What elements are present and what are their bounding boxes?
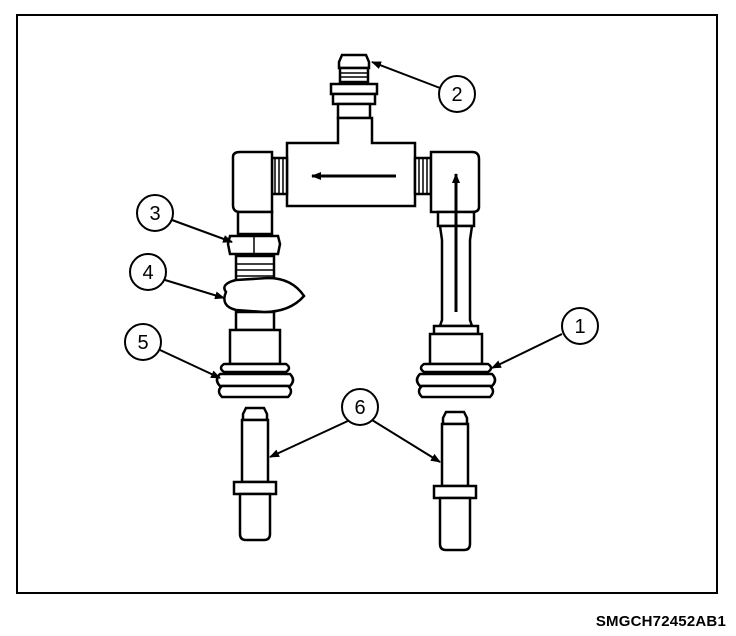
callout-label-3: 3 [149, 203, 160, 225]
callout-label-6: 6 [354, 397, 365, 419]
callout-label-5: 5 [137, 332, 148, 354]
callout-2: 2 [371, 61, 476, 113]
figure-code: SMGCH72452AB1 [595, 613, 726, 630]
valve-handle [223, 276, 306, 314]
adapter-left [232, 406, 278, 542]
callout-label-2: 2 [451, 84, 462, 106]
figure-frame [16, 14, 718, 594]
callout-5: 5 [124, 323, 221, 379]
callout-1: 1 [491, 307, 599, 369]
adapter-right [432, 410, 478, 552]
callout-label-1: 1 [574, 316, 585, 338]
tee-fitting [270, 53, 433, 208]
callout-6: 6 [269, 388, 441, 463]
callout-3: 3 [136, 194, 233, 243]
callout-4: 4 [129, 253, 225, 300]
left-elbow [231, 150, 274, 236]
left-valve-assembly [215, 234, 295, 399]
top-flare-fitting [329, 53, 379, 120]
callout-label-4: 4 [142, 262, 153, 284]
tee-body [285, 116, 417, 208]
